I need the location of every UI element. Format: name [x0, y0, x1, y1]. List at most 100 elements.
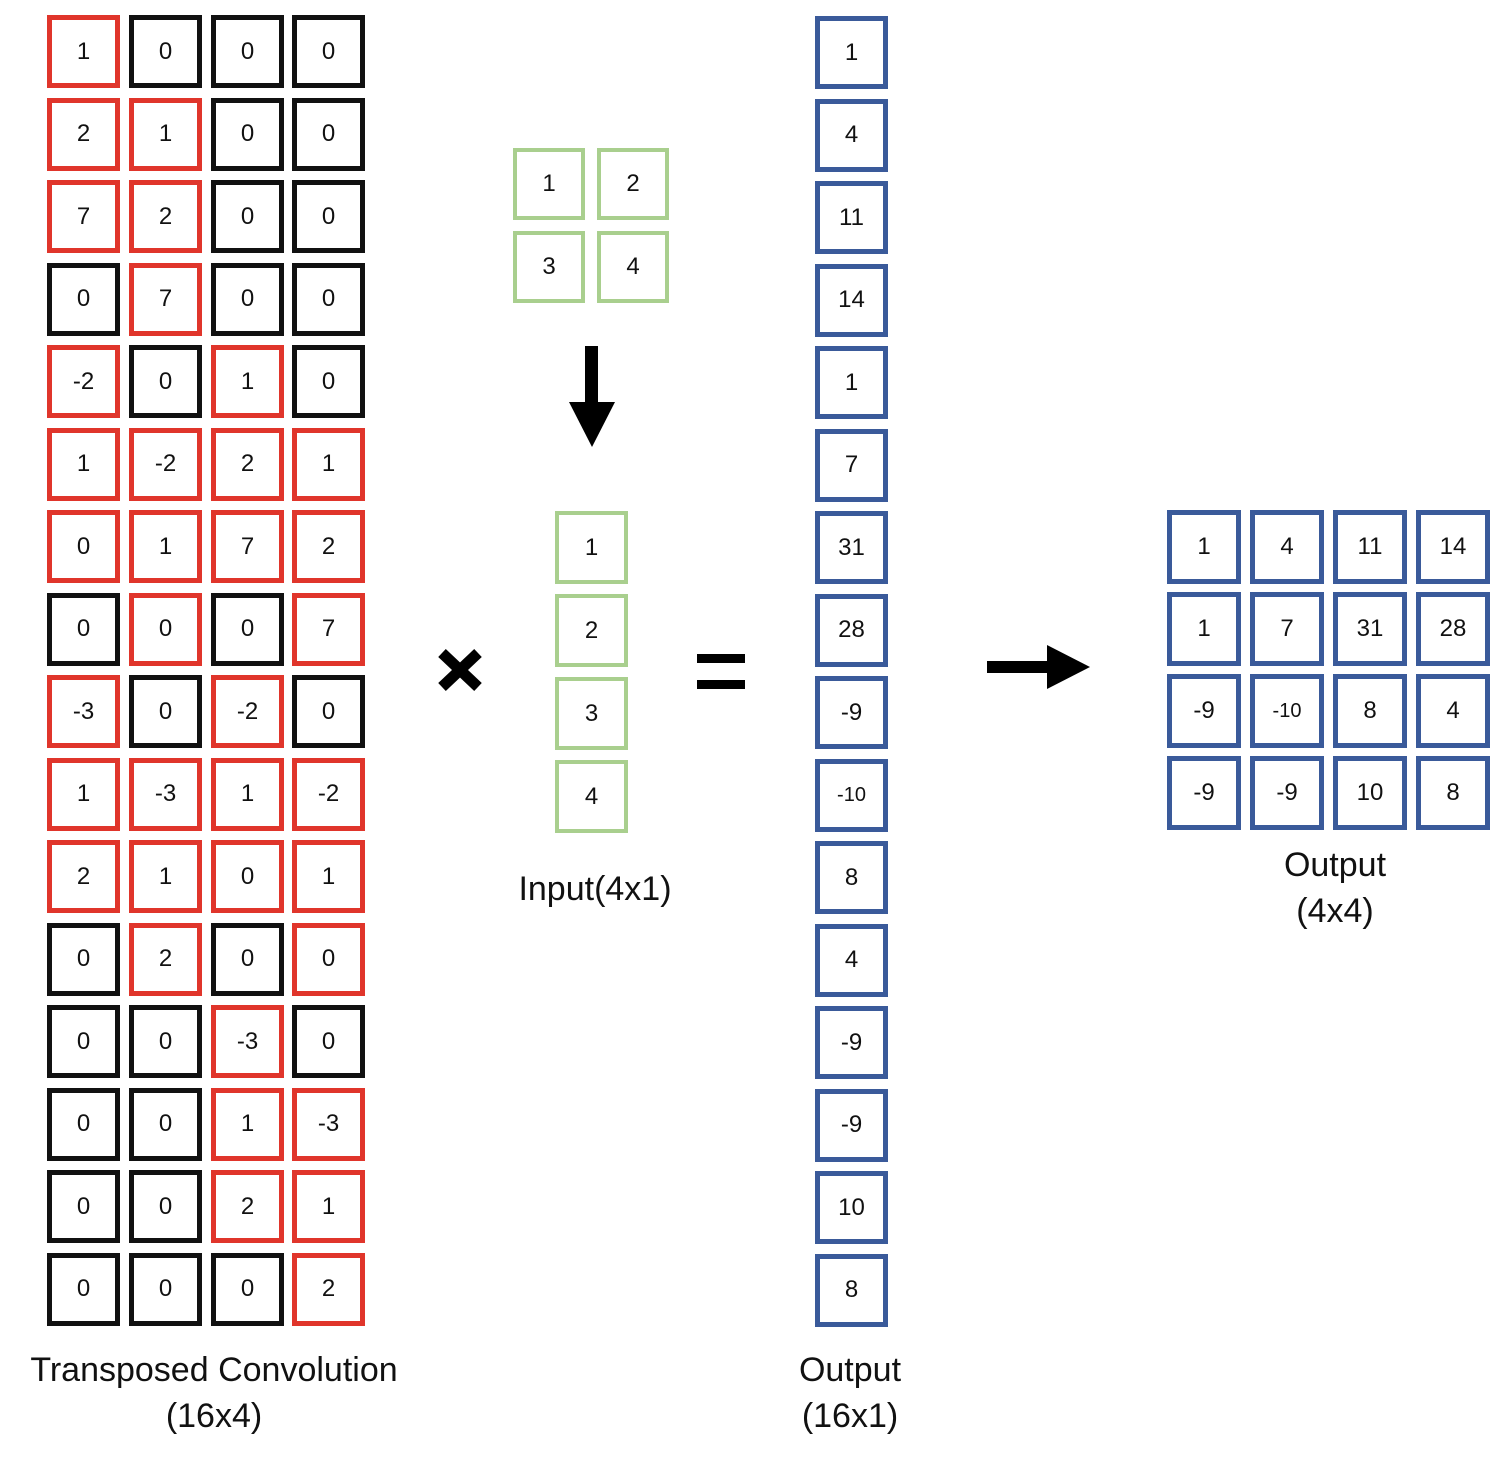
output-vector-cell: 4 [815, 923, 888, 997]
matrix-cell: 1 [292, 840, 365, 913]
matrix-cell: 0 [47, 922, 120, 996]
input-vector-cell: 1 [555, 511, 628, 584]
output-vector-cell: -9 [815, 1006, 888, 1079]
matrix-cell: 0 [129, 15, 202, 88]
matrix-cell: 0 [129, 592, 202, 666]
output-vector-cell: 28 [815, 593, 888, 667]
output-grid-cell: -9 [1167, 756, 1241, 830]
output-vector-cell: 7 [815, 428, 888, 502]
matrix-cell: 2 [211, 427, 284, 501]
matrix-cell: 1 [292, 427, 365, 501]
matrix-cell: 0 [211, 97, 284, 171]
matrix-cell: 2 [211, 1170, 284, 1243]
matrix-cell: 0 [292, 675, 365, 748]
matrix-cell: 1 [211, 757, 284, 831]
matrix-cell: 0 [211, 840, 284, 913]
output-grid-cell: 14 [1416, 510, 1490, 584]
matrix-cell: 7 [292, 592, 365, 666]
matrix-cell: 0 [129, 1252, 202, 1326]
output-vector-cell: 4 [815, 98, 888, 172]
input-vector-cell: 3 [555, 677, 628, 750]
matrix-cell: 2 [129, 180, 202, 253]
matrix-cell: 0 [292, 180, 365, 253]
matrix-cell: 0 [292, 15, 365, 88]
output-vector-cell: 10 [815, 1171, 888, 1244]
matrix-cell: 1 [47, 427, 120, 501]
input-vector-label: Input(4x1) [518, 870, 672, 908]
matrix-cell: 2 [292, 510, 365, 583]
matrix-cell: 0 [47, 262, 120, 336]
output-vector-cell: 11 [815, 181, 888, 254]
matrix-cell: 0 [292, 345, 365, 418]
matrix-cell: 1 [129, 840, 202, 913]
output-grid-cell: 4 [1250, 510, 1324, 584]
output-grid-cell: 8 [1416, 756, 1490, 830]
matrix-cell: 0 [211, 262, 284, 336]
output-grid-cell: 28 [1416, 592, 1490, 666]
output-vector-cell: 14 [815, 263, 888, 337]
output-grid-cell: -9 [1250, 756, 1324, 830]
matrix-cell: 0 [292, 1005, 365, 1078]
matrix-cell: 0 [211, 922, 284, 996]
output-grid-cell: 11 [1333, 510, 1407, 584]
matrix-cell: 0 [292, 922, 365, 996]
matrix-cell: 7 [47, 180, 120, 253]
output-vector-label-line1: Output [798, 1351, 902, 1389]
kernel-matrix-label-line1: Transposed Convolution [30, 1351, 398, 1389]
output-vector-label-line2: (16x1) [801, 1397, 899, 1435]
output-grid-label-line1: Output [1283, 846, 1387, 884]
matrix-cell: 2 [129, 922, 202, 996]
matrix-cell: 1 [129, 510, 202, 583]
output-vector-cell: -10 [815, 758, 888, 832]
matrix-cell: 1 [47, 15, 120, 88]
matrix-cell: 1 [292, 1170, 365, 1243]
matrix-cell: 1 [211, 345, 284, 418]
matrix-cell: -3 [211, 1005, 284, 1078]
output-grid-cell: 1 [1167, 510, 1241, 584]
input-grid-cell: 3 [513, 231, 585, 303]
matrix-cell: 0 [47, 592, 120, 666]
output-vector-cell: 8 [815, 841, 888, 914]
output-vector-cell: 1 [815, 346, 888, 419]
matrix-cell: 2 [47, 840, 120, 913]
output-vector-cell: -9 [815, 1088, 888, 1162]
arrow-down-icon [569, 346, 615, 447]
matrix-cell: 0 [47, 1087, 120, 1161]
matrix-cell: -2 [292, 757, 365, 831]
matrix-cell: 0 [129, 1170, 202, 1243]
matrix-cell: 1 [47, 757, 120, 831]
matrix-cell: 0 [292, 262, 365, 336]
output-grid-label: Output (4x4) [1235, 842, 1435, 934]
output-grid-cell: 31 [1333, 592, 1407, 666]
matrix-cell: 0 [211, 1252, 284, 1326]
output-grid-cell: -9 [1167, 674, 1241, 748]
matrix-cell: 0 [47, 510, 120, 583]
output-grid-cell: -10 [1250, 674, 1324, 748]
output-vector-cell: -9 [815, 676, 888, 749]
matrix-cell: 0 [292, 97, 365, 171]
matrix-cell: -3 [47, 675, 120, 748]
output-vector-label: Output (16x1) [750, 1347, 950, 1439]
matrix-cell: 0 [211, 180, 284, 253]
output-grid-cell: 4 [1416, 674, 1490, 748]
matrix-cell: 0 [129, 1087, 202, 1161]
arrow-right-icon [987, 645, 1090, 689]
matrix-cell: 2 [47, 97, 120, 171]
output-grid-label-line2: (4x4) [1296, 892, 1374, 930]
matrix-cell: -3 [292, 1087, 365, 1161]
output-grid-cell: 1 [1167, 592, 1241, 666]
matrix-cell: 0 [211, 592, 284, 666]
output-grid-cell: 10 [1333, 756, 1407, 830]
kernel-matrix-label: Transposed Convolution (16x4) [0, 1347, 428, 1439]
output-vector-cell: 31 [815, 511, 888, 584]
matrix-cell: 1 [211, 1087, 284, 1161]
matrix-cell: 0 [47, 1252, 120, 1326]
matrix-cell: 0 [211, 15, 284, 88]
matrix-cell: 0 [47, 1005, 120, 1078]
matrix-cell: 2 [292, 1252, 365, 1326]
input-vector-cell: 4 [555, 760, 628, 833]
equals-icon [697, 654, 745, 689]
matrix-cell: 0 [129, 345, 202, 418]
input-vector-cell: 2 [555, 594, 628, 667]
matrix-cell: 7 [129, 262, 202, 336]
